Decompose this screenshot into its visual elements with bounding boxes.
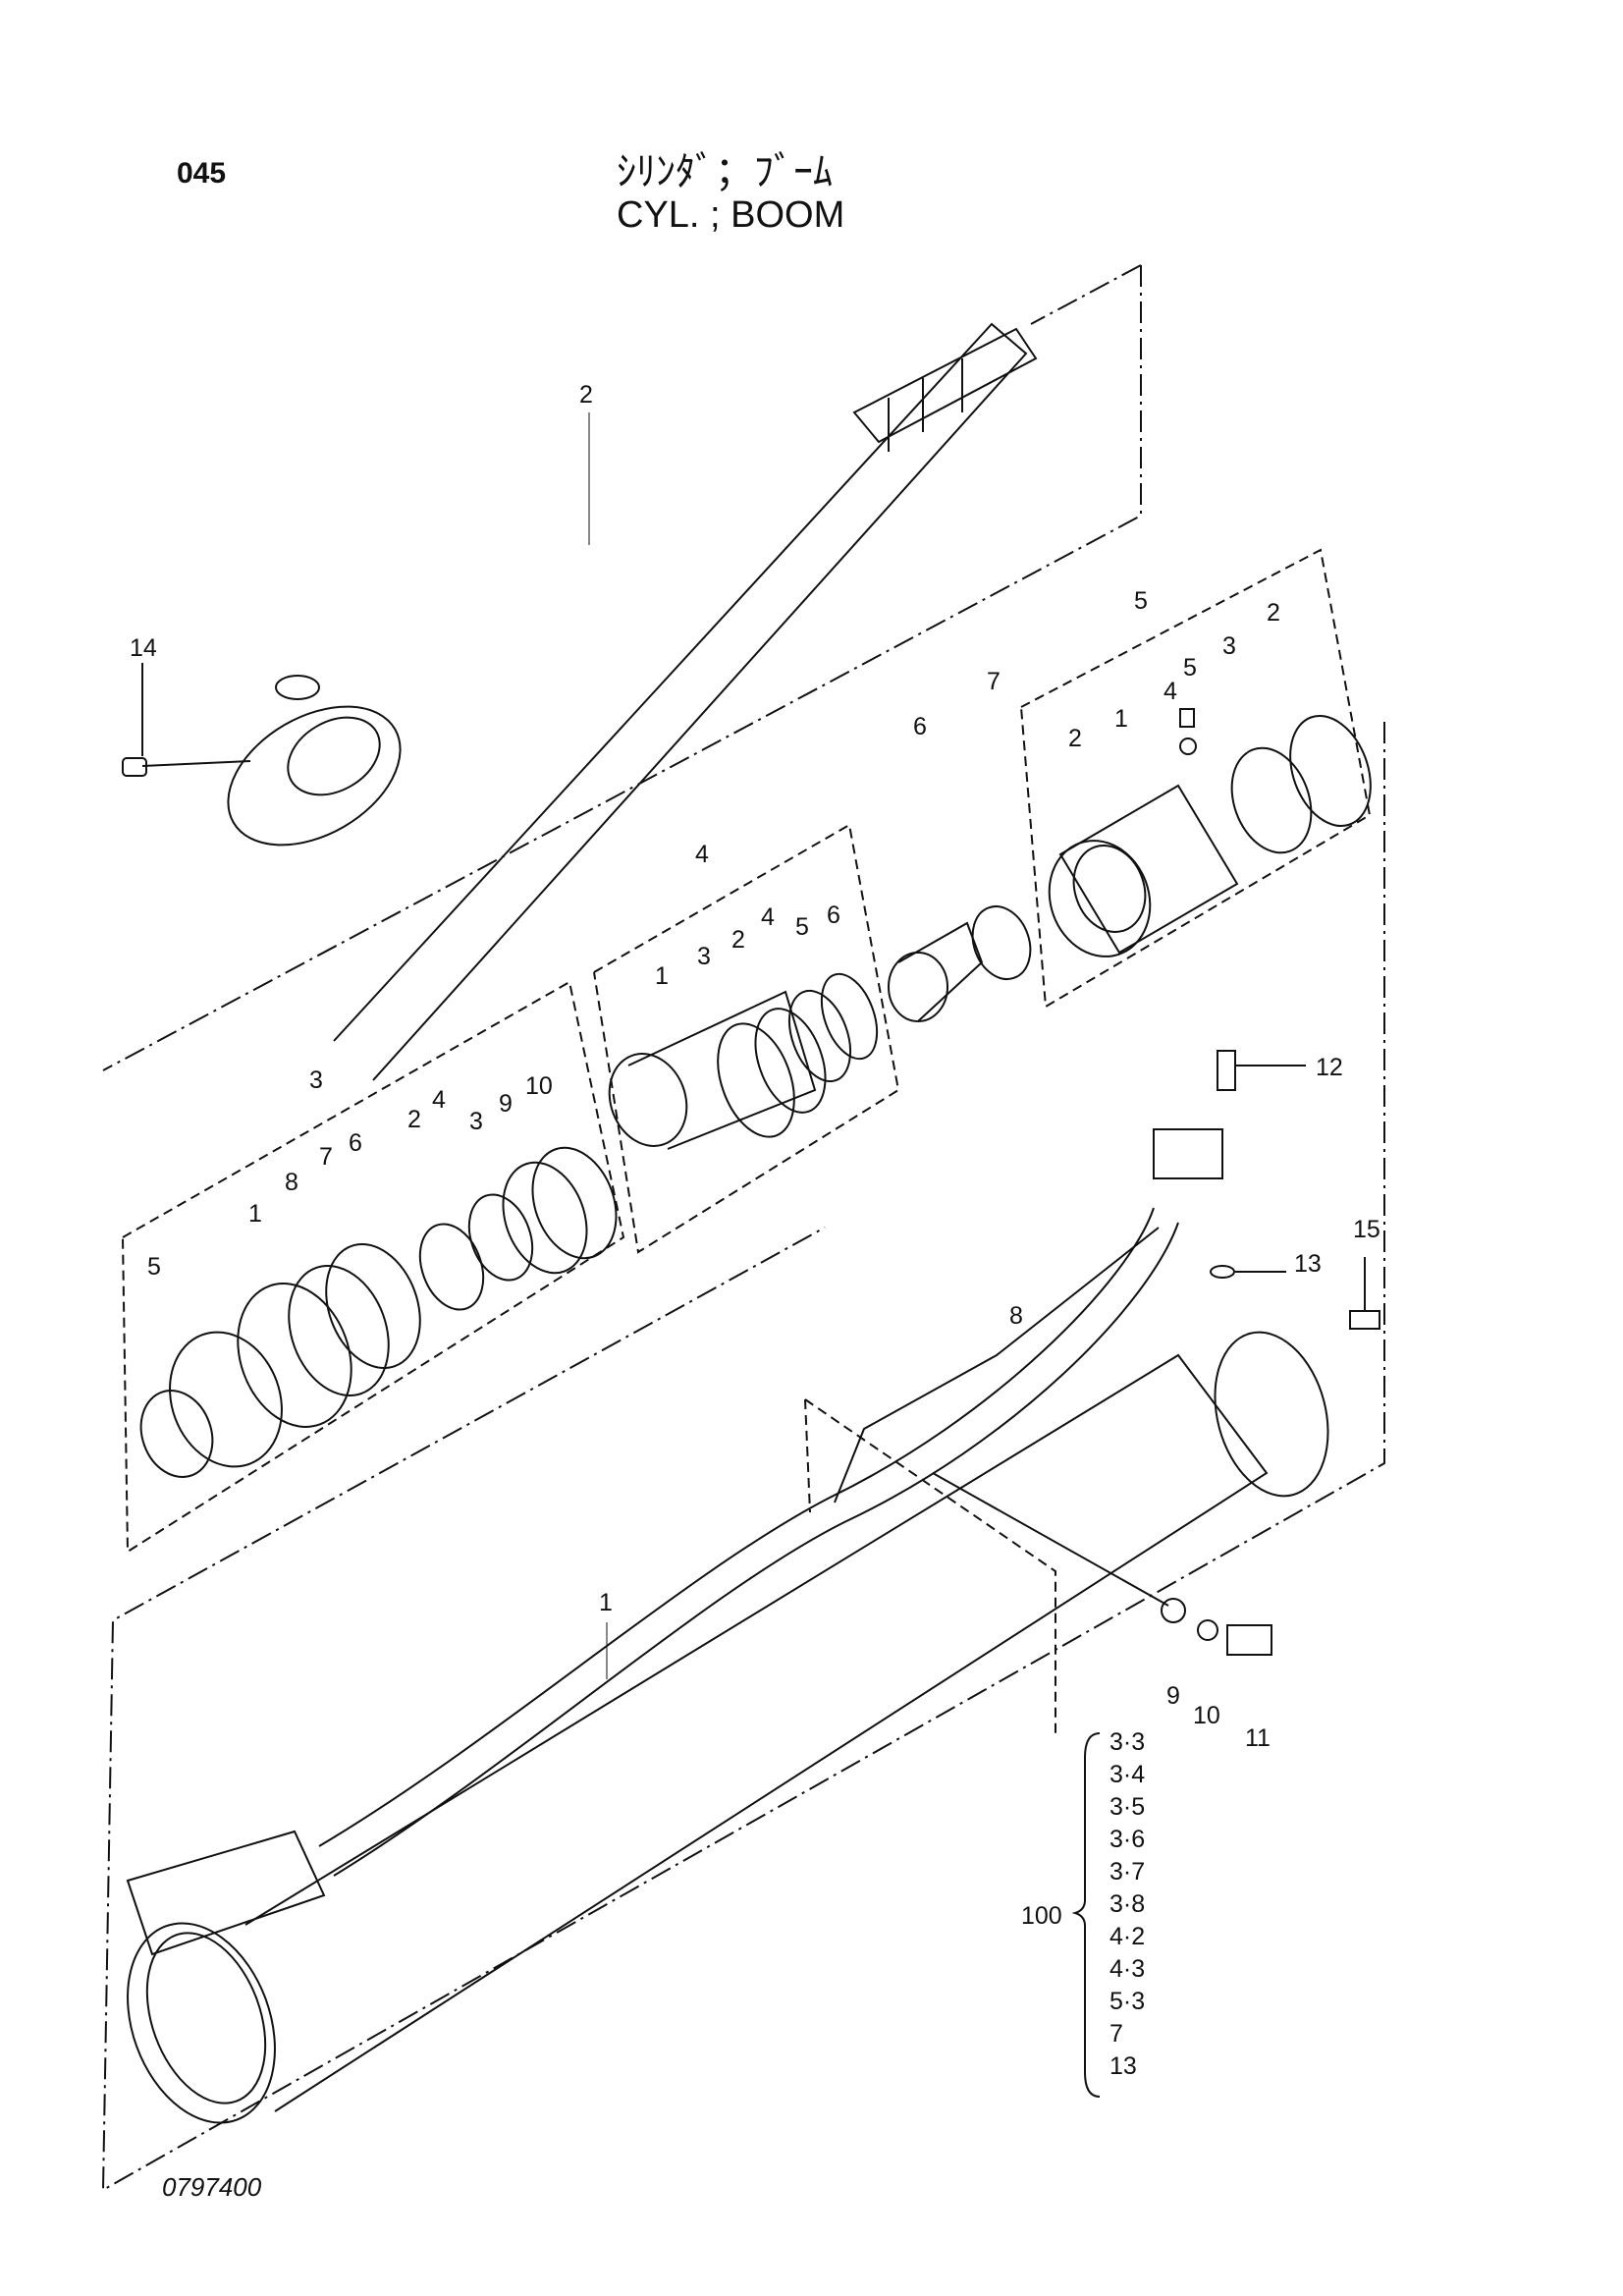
callout-bolt-12: 12: [1316, 1054, 1343, 1081]
callout-wear-ring: 7: [987, 668, 1001, 695]
callout-head-bushing: 1: [1114, 705, 1128, 733]
kit-item: 7: [1109, 2020, 1123, 2048]
callout-head-plug-5: 5: [1183, 654, 1197, 682]
tube-group-frame: [101, 722, 1385, 2192]
callout-pipe: 8: [1009, 1302, 1023, 1330]
callout-piston-ring-4: 4: [761, 903, 775, 931]
callout-fitting-15: 15: [1353, 1216, 1380, 1243]
callout-seal-kit-2: 2: [407, 1106, 421, 1133]
title-english: CYL. ; BOOM: [617, 194, 845, 236]
callout-head-seal-2a: 2: [1068, 725, 1082, 752]
seal-kit-parts: [139, 1146, 618, 1478]
kit-item: 4·3: [1109, 1955, 1146, 1983]
page-code: 045: [177, 157, 227, 190]
kit-100-brace: [1071, 1732, 1101, 2098]
callout-seal-kit-6: 6: [349, 1129, 362, 1157]
kit-item: 3·7: [1109, 1858, 1146, 1886]
callout-seal-kit-1: 1: [248, 1200, 262, 1228]
piston-group-frame: [593, 823, 900, 1254]
piston-rod: [227, 322, 1038, 1081]
drawing-number: 0797400: [162, 2172, 262, 2202]
seal-kit-group-frame: [122, 980, 625, 1554]
callout-tube: 1: [599, 1589, 613, 1616]
callout-piston-1: 1: [655, 962, 669, 990]
kit-100-label: 100: [1021, 1902, 1062, 1930]
callout-rod: 2: [579, 381, 593, 409]
spacer-6: [888, 921, 984, 1022]
fitting-15: [1349, 1257, 1380, 1330]
kit-item: 3·6: [1109, 1826, 1146, 1853]
callout-seal-kit-assy: 3: [309, 1066, 323, 1094]
callout-piston-ring-3: 3: [697, 943, 711, 970]
rod-group-frame: [102, 264, 1142, 1071]
callout-seal-kit-10: 10: [525, 1072, 553, 1100]
grease-fitting-14: [122, 663, 251, 777]
washers-bolt: [932, 1472, 1272, 1656]
pipe-bracket-frame: [804, 1398, 1056, 1733]
callout-labels: 2 14 5 1 2 2 3 4 5 6 7 4 1 3 2 4 5 6 3 5…: [130, 381, 1380, 1752]
kit-item: 5·3: [1109, 1988, 1146, 2015]
cylinder-head-assy: [1048, 708, 1372, 957]
piston-assy: [608, 972, 879, 1150]
callout-washer-10: 10: [1193, 1702, 1220, 1729]
callout-head-seal-2b: 2: [1267, 599, 1280, 627]
wear-ring-7: [971, 905, 1032, 980]
callout-piston-ring-6: 6: [827, 902, 840, 929]
callout-piston-ring-5: 5: [795, 913, 809, 941]
callout-bolt-11: 11: [1245, 1724, 1271, 1752]
callout-seal-kit-4: 4: [432, 1086, 446, 1114]
kit-item: 3·3: [1109, 1728, 1146, 1756]
kit-item: 13: [1109, 2052, 1137, 2080]
callout-piston-assy: 4: [695, 841, 709, 868]
head-group-frame: [1020, 548, 1372, 1009]
callout-seal-kit-7: 7: [319, 1143, 333, 1171]
kit-item: 3·4: [1109, 1761, 1146, 1788]
kit-item: 3·5: [1109, 1793, 1146, 1821]
kit-item: 4·2: [1109, 1923, 1146, 1950]
callout-piston-ring-2: 2: [731, 926, 745, 954]
cylinder-tube: [126, 1331, 1329, 2124]
callout-seal-kit-8: 8: [285, 1169, 298, 1196]
kit-item: 3·8: [1109, 1890, 1146, 1918]
callout-seal-kit-9: 9: [499, 1090, 513, 1118]
callout-spacer: 6: [913, 713, 927, 740]
callout-head-assy: 5: [1134, 587, 1148, 615]
pipe-8: [318, 1128, 1223, 1877]
callout-head-ring-3: 3: [1222, 632, 1236, 660]
title-japanese: ｼﾘﾝﾀﾞ；ﾌﾞｰﾑ: [617, 149, 833, 194]
callout-seal-kit-3: 3: [469, 1108, 483, 1135]
oring-13: [1210, 1265, 1286, 1279]
bolt-12: [1217, 1050, 1306, 1091]
callout-head-ring-4: 4: [1163, 678, 1177, 705]
callout-seal-kit-5: 5: [147, 1253, 161, 1281]
callout-oring-13: 13: [1294, 1250, 1322, 1278]
callout-washer-9: 9: [1166, 1682, 1180, 1710]
callout-grease-fitting: 14: [130, 634, 157, 662]
